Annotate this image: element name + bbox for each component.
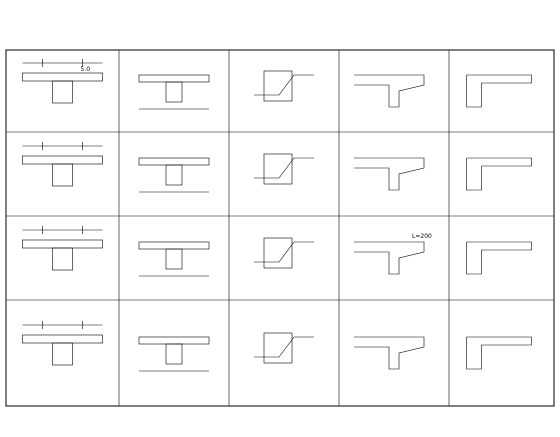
detail-drawing-18 <box>254 332 314 364</box>
detail-drawing-2 <box>138 74 210 110</box>
sheet-frame <box>5 49 555 407</box>
detail-label: L=200 <box>412 233 432 240</box>
detail-drawing-19 <box>354 336 425 370</box>
detail-drawing-6 <box>22 142 103 187</box>
detail-drawing-5 <box>466 74 532 108</box>
detail-drawing-4 <box>354 74 425 108</box>
detail-drawing-16 <box>22 321 103 366</box>
detail-drawing-20 <box>466 336 532 370</box>
detail-drawing-1: 5.0 <box>22 59 103 104</box>
detail-drawing-14: L=200 <box>354 233 432 275</box>
detail-drawing-12 <box>138 241 210 277</box>
detail-drawing-8 <box>254 153 314 185</box>
detail-drawing-9 <box>354 157 425 191</box>
detail-drawing-3 <box>254 70 314 102</box>
detail-drawing-7 <box>138 157 210 193</box>
detail-drawing-15 <box>466 241 532 275</box>
detail-label: 5.0 <box>81 66 91 73</box>
drawing-grid <box>6 50 554 406</box>
detail-drawing-10 <box>466 157 532 191</box>
detail-drawing-11 <box>22 226 103 271</box>
detail-drawing-17 <box>138 336 210 372</box>
detail-drawing-13 <box>254 237 314 269</box>
